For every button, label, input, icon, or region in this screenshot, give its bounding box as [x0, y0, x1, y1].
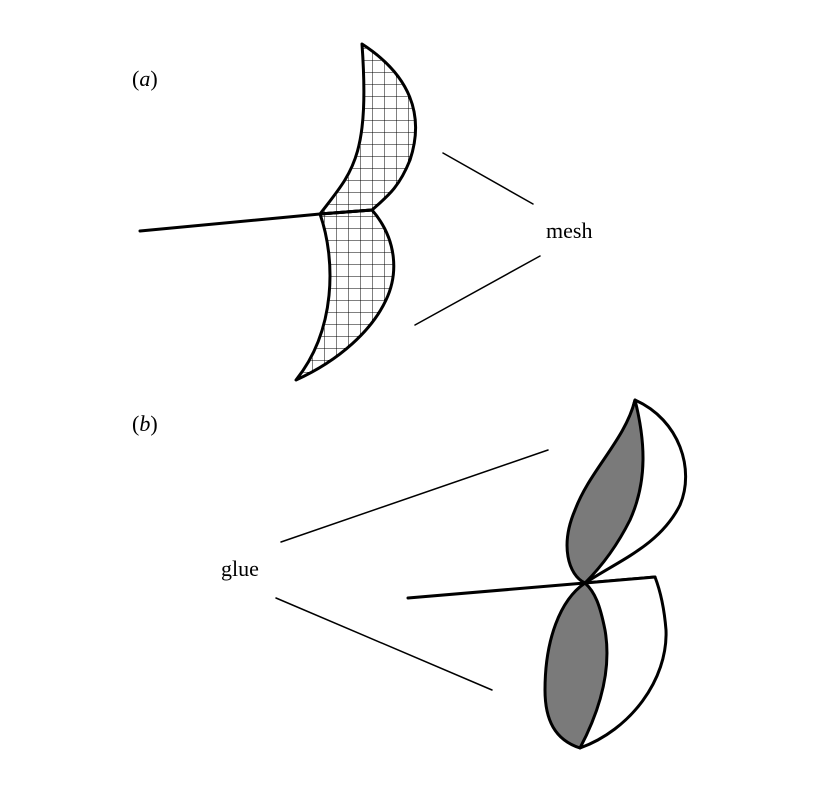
panel-b-label: (b): [132, 411, 158, 436]
panel-a-callout-line-upper: [442, 152, 534, 205]
panel-b-upper-glue: [565, 398, 645, 585]
panel-b: (b) glue: [132, 398, 688, 750]
panel-b-lower-glue: [543, 581, 609, 750]
glue-label: glue: [221, 556, 259, 581]
panel-b-shaft: [406, 581, 587, 600]
panel-b-callout-line-lower: [275, 597, 493, 691]
panel-a-root-line: [318, 208, 374, 216]
panel-a-lower-mesh-vane: [294, 208, 396, 382]
panel-b-callout-line-upper: [280, 449, 549, 543]
panel-a-shaft: [138, 212, 322, 233]
mesh-label: mesh: [546, 218, 592, 243]
panel-a: (a) mesh: [132, 42, 592, 382]
panel-a-label: (a): [132, 66, 158, 91]
panel-a-upper-mesh-vane: [318, 42, 418, 216]
panel-a-callout-line-lower: [414, 255, 541, 326]
